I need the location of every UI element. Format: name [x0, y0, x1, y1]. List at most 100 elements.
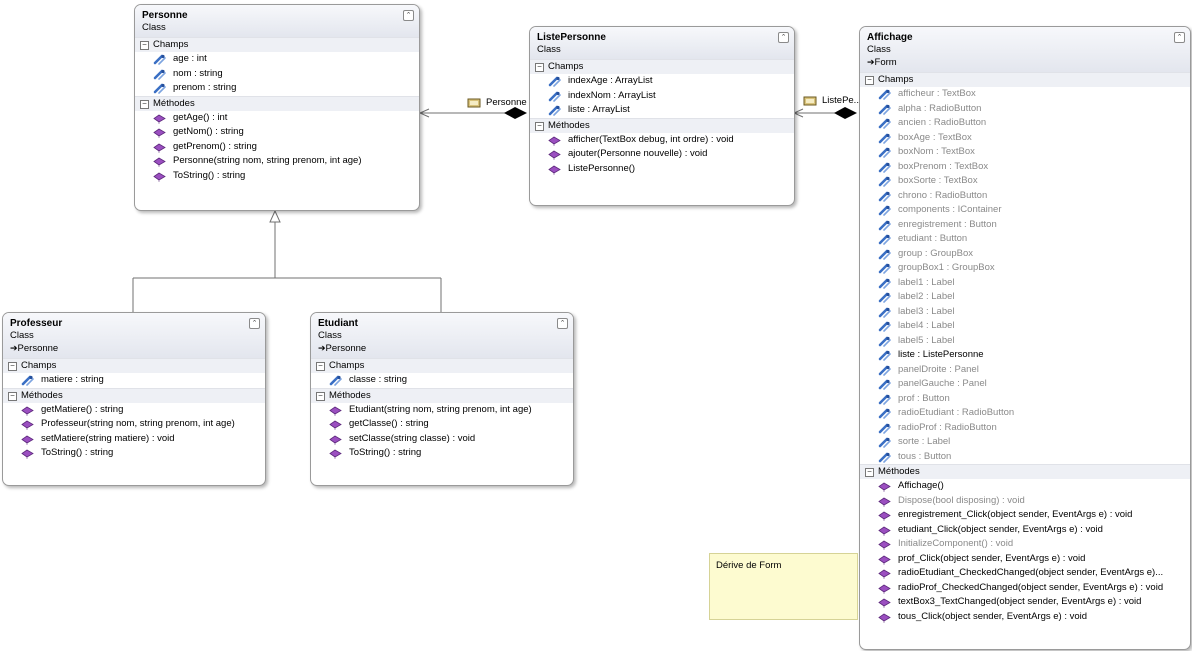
- collapse-toggle-icon[interactable]: ⌃: [1174, 32, 1185, 43]
- class-box-listepersonne[interactable]: ListePersonne Class ⌃ −Champs indexAge :…: [529, 26, 795, 206]
- section-methods-header[interactable]: −Méthodes: [530, 117, 794, 133]
- association-label-listepersonne: ListePe...: [822, 95, 862, 106]
- method-row[interactable]: Etudiant(string nom, string prenom, int …: [311, 403, 573, 418]
- class-box-professeur[interactable]: Professeur Class ➔Personne ⌃ −Champs mat…: [2, 312, 266, 486]
- method-icon: [548, 150, 561, 160]
- field-icon: [878, 104, 891, 115]
- field-row[interactable]: panelDroite : Panel: [860, 363, 1190, 378]
- field-row[interactable]: nom : string: [135, 67, 419, 82]
- method-row[interactable]: ToString() : string: [3, 446, 265, 461]
- method-row[interactable]: prof_Click(object sender, EventArgs e) :…: [860, 552, 1190, 567]
- method-text: enregistrement_Click(object sender, Even…: [898, 509, 1133, 520]
- collapse-toggle-icon[interactable]: ⌃: [778, 32, 789, 43]
- method-row[interactable]: getAge() : int: [135, 111, 419, 126]
- field-text: panelDroite : Panel: [898, 363, 979, 375]
- field-row[interactable]: prof : Button: [860, 392, 1190, 407]
- section-methods-header[interactable]: −Méthodes: [311, 387, 573, 403]
- method-row[interactable]: Dispose(bool disposing) : void: [860, 494, 1190, 509]
- method-row[interactable]: InitializeComponent() : void: [860, 537, 1190, 552]
- field-row[interactable]: radioProf : RadioButton: [860, 421, 1190, 436]
- method-row[interactable]: getMatiere() : string: [3, 403, 265, 418]
- method-row[interactable]: enregistrement_Click(object sender, Even…: [860, 508, 1190, 523]
- field-row[interactable]: etudiant : Button: [860, 232, 1190, 247]
- method-row[interactable]: Professeur(string nom, string prenom, in…: [3, 417, 265, 432]
- class-header: Personne Class ⌃: [135, 5, 419, 37]
- field-row[interactable]: label1 : Label: [860, 276, 1190, 291]
- field-row[interactable]: boxPrenom : TextBox: [860, 160, 1190, 175]
- field-row[interactable]: boxNom : TextBox: [860, 145, 1190, 160]
- field-icon: [878, 365, 891, 376]
- field-row[interactable]: label3 : Label: [860, 305, 1190, 320]
- method-row[interactable]: ajouter(Personne nouvelle) : void: [530, 147, 794, 162]
- field-text: label4 : Label: [898, 320, 955, 331]
- method-row[interactable]: getPrenom() : string: [135, 140, 419, 155]
- field-row[interactable]: sorte : Label: [860, 435, 1190, 450]
- method-row[interactable]: radioEtudiant_CheckedChanged(object send…: [860, 566, 1190, 581]
- field-icon: [21, 375, 34, 386]
- field-row[interactable]: indexNom : ArrayList: [530, 89, 794, 104]
- field-row[interactable]: prenom : string: [135, 81, 419, 96]
- method-row[interactable]: ListePersonne(): [530, 162, 794, 177]
- collapse-toggle-icon[interactable]: ⌃: [557, 318, 568, 329]
- field-row[interactable]: label2 : Label: [860, 290, 1190, 305]
- field-row[interactable]: afficheur : TextBox: [860, 87, 1190, 102]
- property-icon: [803, 96, 817, 106]
- field-icon: [878, 292, 891, 303]
- method-row[interactable]: getClasse() : string: [311, 417, 573, 432]
- field-row[interactable]: boxAge : TextBox: [860, 131, 1190, 146]
- field-row[interactable]: matiere : string: [3, 373, 265, 388]
- field-row[interactable]: components : IContainer: [860, 203, 1190, 218]
- field-row[interactable]: panelGauche : Panel: [860, 377, 1190, 392]
- section-fields-header[interactable]: −Champs: [860, 72, 1190, 87]
- field-row[interactable]: indexAge : ArrayList: [530, 74, 794, 89]
- class-box-affichage[interactable]: Affichage Class ➔Form ⌃ −Champs afficheu…: [859, 26, 1191, 650]
- field-row[interactable]: groupBox1 : GroupBox: [860, 261, 1190, 276]
- class-stereotype: Class: [318, 330, 342, 341]
- section-fields-header[interactable]: −Champs: [135, 37, 419, 52]
- field-row[interactable]: age : int: [135, 52, 419, 67]
- method-row[interactable]: ToString() : string: [135, 169, 419, 184]
- method-row[interactable]: afficher(TextBox debug, int ordre) : voi…: [530, 133, 794, 148]
- section-methods-header[interactable]: −Méthodes: [3, 387, 265, 403]
- method-row[interactable]: ToString() : string: [311, 446, 573, 461]
- field-row[interactable]: boxSorte : TextBox: [860, 174, 1190, 189]
- field-text: sorte : Label: [898, 436, 951, 447]
- class-header: Etudiant Class ➔Personne ⌃: [311, 313, 573, 358]
- method-icon: [153, 143, 166, 153]
- section-fields-header[interactable]: −Champs: [311, 358, 573, 373]
- section-methods-header[interactable]: −Méthodes: [860, 464, 1190, 479]
- section-methods-header[interactable]: −Méthodes: [135, 95, 419, 111]
- field-row[interactable]: group : GroupBox: [860, 247, 1190, 262]
- field-row[interactable]: label4 : Label: [860, 319, 1190, 334]
- method-row[interactable]: Affichage(): [860, 479, 1190, 494]
- method-row[interactable]: setMatiere(string matiere) : void: [3, 432, 265, 447]
- field-row[interactable]: radioEtudiant : RadioButton: [860, 406, 1190, 421]
- method-icon: [153, 114, 166, 124]
- method-row[interactable]: Personne(string nom, string prenom, int …: [135, 154, 419, 169]
- field-row[interactable]: alpha : RadioButton: [860, 102, 1190, 117]
- collapse-toggle-icon[interactable]: ⌃: [403, 10, 414, 21]
- method-row[interactable]: textBox3_TextChanged(object sender, Even…: [860, 595, 1190, 610]
- method-row[interactable]: setClasse(string classe) : void: [311, 432, 573, 447]
- method-row[interactable]: getNom() : string: [135, 125, 419, 140]
- field-text: radioEtudiant : RadioButton: [898, 407, 1015, 418]
- section-fields-header[interactable]: −Champs: [530, 59, 794, 74]
- method-row[interactable]: radioProf_CheckedChanged(object sender, …: [860, 581, 1190, 596]
- collapse-toggle-icon[interactable]: ⌃: [249, 318, 260, 329]
- field-row[interactable]: enregistrement : Button: [860, 218, 1190, 233]
- method-text: getClasse() : string: [349, 418, 429, 429]
- class-box-etudiant[interactable]: Etudiant Class ➔Personne ⌃ −Champs class…: [310, 312, 574, 486]
- method-icon: [329, 420, 342, 430]
- field-row[interactable]: tous : Button: [860, 450, 1190, 465]
- field-row[interactable]: liste : ListePersonne: [860, 348, 1190, 363]
- method-row[interactable]: tous_Click(object sender, EventArgs e) :…: [860, 610, 1190, 625]
- field-row[interactable]: chrono : RadioButton: [860, 189, 1190, 204]
- field-row[interactable]: classe : string: [311, 373, 573, 388]
- field-row[interactable]: ancien : RadioButton: [860, 116, 1190, 131]
- field-row[interactable]: label5 : Label: [860, 334, 1190, 349]
- comment-note[interactable]: Dérive de Form: [709, 553, 858, 620]
- section-fields-header[interactable]: −Champs: [3, 358, 265, 373]
- method-row[interactable]: etudiant_Click(object sender, EventArgs …: [860, 523, 1190, 538]
- field-row[interactable]: liste : ArrayList: [530, 103, 794, 118]
